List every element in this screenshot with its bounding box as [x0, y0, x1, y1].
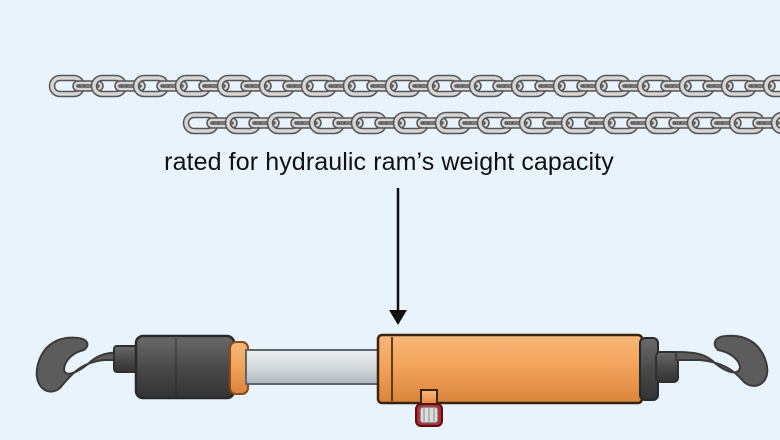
chain-link-highlight	[470, 76, 504, 96]
chain-upper	[48, 74, 780, 98]
chain-link-highlight	[554, 76, 588, 96]
chain-link-highlight	[680, 76, 714, 96]
chain-link-highlight	[543, 118, 573, 128]
chain-link-highlight	[703, 81, 733, 91]
chain-link-highlight	[417, 118, 447, 128]
hook-icon-left	[35, 336, 141, 393]
chain-link-highlight	[646, 113, 680, 133]
chain-link-highlight	[367, 81, 397, 91]
chain-link-highlight	[386, 76, 420, 96]
chain-link-highlight	[249, 118, 279, 128]
chain-link-highlight	[207, 118, 237, 128]
piston-rod	[245, 349, 385, 385]
chain-link-highlight	[302, 76, 336, 96]
chain-link-highlight	[535, 81, 565, 91]
chain-link-highlight	[493, 81, 523, 91]
chain-link-highlight	[50, 76, 84, 96]
chain-link-highlight	[352, 113, 386, 133]
chain-link-highlight	[409, 81, 439, 91]
chain-link-highlight	[638, 76, 672, 96]
left-collar	[134, 334, 236, 400]
chain-link-highlight	[73, 81, 103, 91]
chain-link-highlight	[184, 113, 218, 133]
chain-link-highlight	[627, 118, 657, 128]
chain-link-highlight	[375, 118, 405, 128]
chain-link-highlight	[478, 113, 512, 133]
chain-link-highlight	[226, 113, 260, 133]
release-valve	[415, 389, 443, 427]
chain-link-highlight	[218, 76, 252, 96]
chain-link-highlight	[512, 76, 546, 96]
chain-link-highlight	[520, 113, 554, 133]
chain-link-highlight	[562, 113, 596, 133]
chain-link-highlight	[241, 81, 271, 91]
chain-link-highlight	[333, 118, 363, 128]
chain-link-highlight	[157, 81, 187, 91]
chain-link-highlight	[577, 81, 607, 91]
chain-link-highlight	[436, 113, 470, 133]
capacity-caption: rated for hydraulic ram’s weight capacit…	[164, 148, 614, 176]
chain-link-highlight	[669, 118, 699, 128]
chain-link-highlight	[176, 76, 210, 96]
chain-link-highlight	[619, 81, 649, 91]
chain-link-highlight	[459, 118, 489, 128]
chain-link-highlight	[451, 81, 481, 91]
cylinder-body	[376, 333, 644, 405]
chain-link-highlight	[745, 81, 775, 91]
chain-link-highlight	[722, 76, 756, 96]
chain-link-highlight	[291, 118, 321, 128]
chain-link-highlight	[428, 76, 462, 96]
chain-link-highlight	[772, 113, 780, 133]
chain-link-highlight	[134, 76, 168, 96]
chain-link-highlight	[753, 118, 780, 128]
chain-link-highlight	[283, 81, 313, 91]
chain-link-highlight	[764, 76, 780, 96]
chain-lower	[182, 111, 780, 135]
chain-link-highlight	[325, 81, 355, 91]
chain-link-highlight	[585, 118, 615, 128]
arrow-down-icon	[389, 188, 407, 325]
chain-link-highlight	[310, 113, 344, 133]
chain-link-highlight	[711, 118, 741, 128]
chain-link-highlight	[604, 113, 638, 133]
hydraulic-ram-icon	[35, 333, 769, 427]
hook-icon-right	[655, 334, 769, 387]
chain-link-highlight	[268, 113, 302, 133]
chain-link-highlight	[688, 113, 722, 133]
chain-link-highlight	[92, 76, 126, 96]
chain-link-highlight	[115, 81, 145, 91]
chain-link-highlight	[260, 76, 294, 96]
chain-link-highlight	[501, 118, 531, 128]
chain-link-highlight	[596, 76, 630, 96]
chain-link-highlight	[344, 76, 378, 96]
chain-link-highlight	[199, 81, 229, 91]
chain-link-highlight	[730, 113, 764, 133]
chain-link-highlight	[661, 81, 691, 91]
chain-link-highlight	[394, 113, 428, 133]
